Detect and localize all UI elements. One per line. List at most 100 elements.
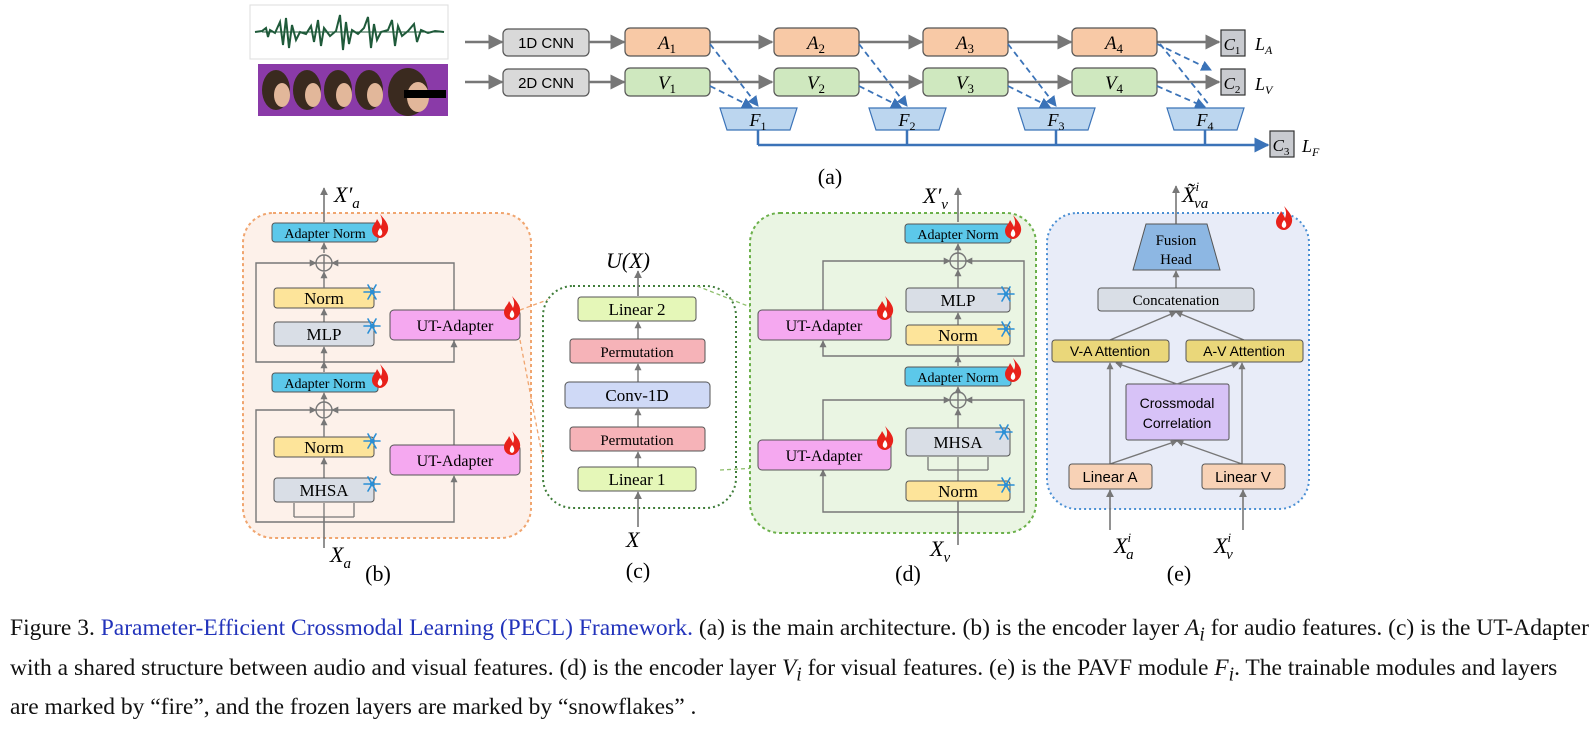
norm-bottom-b: Norm <box>273 433 381 458</box>
svg-text:A1: A1 <box>656 33 676 56</box>
svg-text:Adapter Norm: Adapter Norm <box>284 377 365 392</box>
pecl-framework-figure: 1D CNN 2D CNN A1 A2 <box>242 4 1320 586</box>
subfigure-label-b: (b) <box>365 561 391 586</box>
svg-text:A2: A2 <box>805 33 825 56</box>
visual-cnn-label: 2D CNN <box>518 75 574 92</box>
norm-bottom-d: Norm <box>905 477 1015 502</box>
svg-text:Adapter Norm: Adapter Norm <box>917 371 998 386</box>
svg-text:Head: Head <box>1160 252 1192 268</box>
caption-var-f: F <box>1214 654 1229 681</box>
panel-b: X′a Adapter Norm Norm MLP <box>242 182 586 586</box>
panel-c-output-label: U(X) <box>606 248 650 273</box>
svg-text:C2: C2 <box>1224 74 1241 96</box>
fusion-head: Fusion Head <box>1132 223 1221 271</box>
svg-text:Linear 1: Linear 1 <box>608 470 665 489</box>
svg-text:Concatenation: Concatenation <box>1133 293 1220 309</box>
svg-text:V2: V2 <box>807 73 825 96</box>
svg-text:LV: LV <box>1254 74 1274 97</box>
audio-waveform-image <box>249 4 449 60</box>
visual-layer-1: V1 <box>624 67 711 97</box>
svg-text:A-V Attention: A-V Attention <box>1203 343 1285 359</box>
ut-adapter-bottom-d[interactable]: UT-Adapter <box>757 426 894 471</box>
svg-text:Permutation: Permutation <box>600 345 674 361</box>
concatenation: Concatenation <box>1097 287 1255 312</box>
subfigure-label-a: (a) <box>818 164 842 189</box>
linear-1: Linear 1 <box>577 466 697 492</box>
svg-text:Linear A: Linear A <box>1082 469 1137 486</box>
svg-text:F3: F3 <box>1047 110 1065 133</box>
linear-2: Linear 2 <box>577 296 697 322</box>
svg-text:Norm: Norm <box>304 438 344 457</box>
svg-text:MHSA: MHSA <box>933 433 983 452</box>
permutation-bottom: Permutation <box>569 426 706 452</box>
visual-layer-3: V3 <box>922 67 1009 97</box>
ut-adapter-top-b[interactable]: UT-Adapter <box>389 296 521 341</box>
visual-layer-2: V2 <box>773 67 860 97</box>
svg-text:V3: V3 <box>956 73 974 96</box>
audio-layer-4: A4 <box>1071 27 1158 57</box>
svg-text:UT-Adapter: UT-Adapter <box>417 453 494 470</box>
svg-text:Crossmodal: Crossmodal <box>1140 395 1215 411</box>
linear-a: Linear A <box>1068 463 1153 490</box>
caption-var-v-sub: i <box>796 664 802 686</box>
figure-caption: Figure 3. Parameter-Efficient Crossmodal… <box>10 612 1590 724</box>
classifier-visual: C2 LV <box>1220 68 1274 97</box>
subfigure-label-e: (e) <box>1167 561 1191 586</box>
svg-text:V1: V1 <box>658 73 676 96</box>
svg-text:Linear 2: Linear 2 <box>608 300 665 319</box>
caption-var-a: A <box>1185 615 1200 641</box>
caption-var-a-sub: i <box>1199 624 1205 646</box>
mhsa-d: MHSA <box>905 424 1013 457</box>
svg-text:F4: F4 <box>1196 110 1214 133</box>
caption-text-2: for audio features. (c) is the UT-Adapte… <box>10 615 1589 681</box>
svg-text:X′a: X′a <box>333 182 360 212</box>
svg-text:Permutation: Permutation <box>600 433 674 449</box>
svg-text:Conv-1D: Conv-1D <box>605 386 668 405</box>
svg-text:Norm: Norm <box>304 289 344 308</box>
norm-top-b: Norm <box>273 284 381 309</box>
fusion-block-4: F4 <box>1166 107 1245 133</box>
svg-text:A3: A3 <box>954 33 974 56</box>
svg-text:Adapter Norm: Adapter Norm <box>917 228 998 243</box>
svg-text:Norm: Norm <box>938 326 978 345</box>
svg-text:UT-Adapter: UT-Adapter <box>417 318 494 335</box>
face-frames-image <box>258 64 448 116</box>
classifier-audio: C1 LA <box>1220 29 1273 57</box>
svg-text:UT-Adapter: UT-Adapter <box>786 318 863 335</box>
permutation-top: Permutation <box>569 338 706 364</box>
svg-text:Xia: Xia <box>1113 530 1134 563</box>
conv-1d: Conv-1D <box>564 381 711 409</box>
caption-title: Parameter-Efficient Crossmodal Learning … <box>100 615 694 641</box>
fusion-block-3: F3 <box>1017 107 1096 133</box>
svg-text:V-A Attention: V-A Attention <box>1070 343 1150 359</box>
svg-text:X̃iva: X̃iva <box>1181 179 1208 212</box>
caption-text-1: (a) is the main architecture. (b) is the… <box>698 615 1180 641</box>
caption-text-3: for visual features. (e) is the PAVF mod… <box>807 654 1209 681</box>
ut-adapter-bottom-b[interactable]: UT-Adapter <box>389 431 521 476</box>
svg-text:LA: LA <box>1254 34 1273 57</box>
svg-text:C1: C1 <box>1224 35 1241 57</box>
adapter-norm-mid-b: Adapter Norm <box>271 364 389 393</box>
audio-layer-2: A2 <box>773 27 860 57</box>
subfigure-label-c: (c) <box>626 558 650 583</box>
svg-text:F1: F1 <box>749 110 767 133</box>
svg-text:Fusion: Fusion <box>1156 233 1197 249</box>
mhsa-b: MHSA <box>273 476 381 503</box>
caption-var-v: V <box>781 654 797 681</box>
panel-c-input-label: X <box>625 527 641 552</box>
audio-cnn-label: 1D CNN <box>518 35 574 52</box>
audio-cnn-block: 1D CNN <box>502 28 590 57</box>
audio-layer-1: A1 <box>624 27 711 57</box>
svg-text:MHSA: MHSA <box>299 481 349 500</box>
caption-text-4: . The trainable modules and layers are m… <box>10 654 1558 721</box>
adapter-norm-mid-d: Adapter Norm <box>904 358 1022 387</box>
crossmodal-correlation: Crossmodal Correlation <box>1125 383 1230 441</box>
norm-top-d: Norm <box>905 321 1015 346</box>
svg-text:A4: A4 <box>1103 33 1124 56</box>
ut-adapter-top-d[interactable]: UT-Adapter <box>757 296 894 341</box>
fusion-blocks: F1 F2 F3 F4 <box>719 107 1245 133</box>
linear-v: Linear V <box>1201 463 1286 490</box>
caption-var-f-sub: i <box>1228 664 1235 686</box>
adapter-norm-top-b: Adapter Norm <box>271 214 389 243</box>
